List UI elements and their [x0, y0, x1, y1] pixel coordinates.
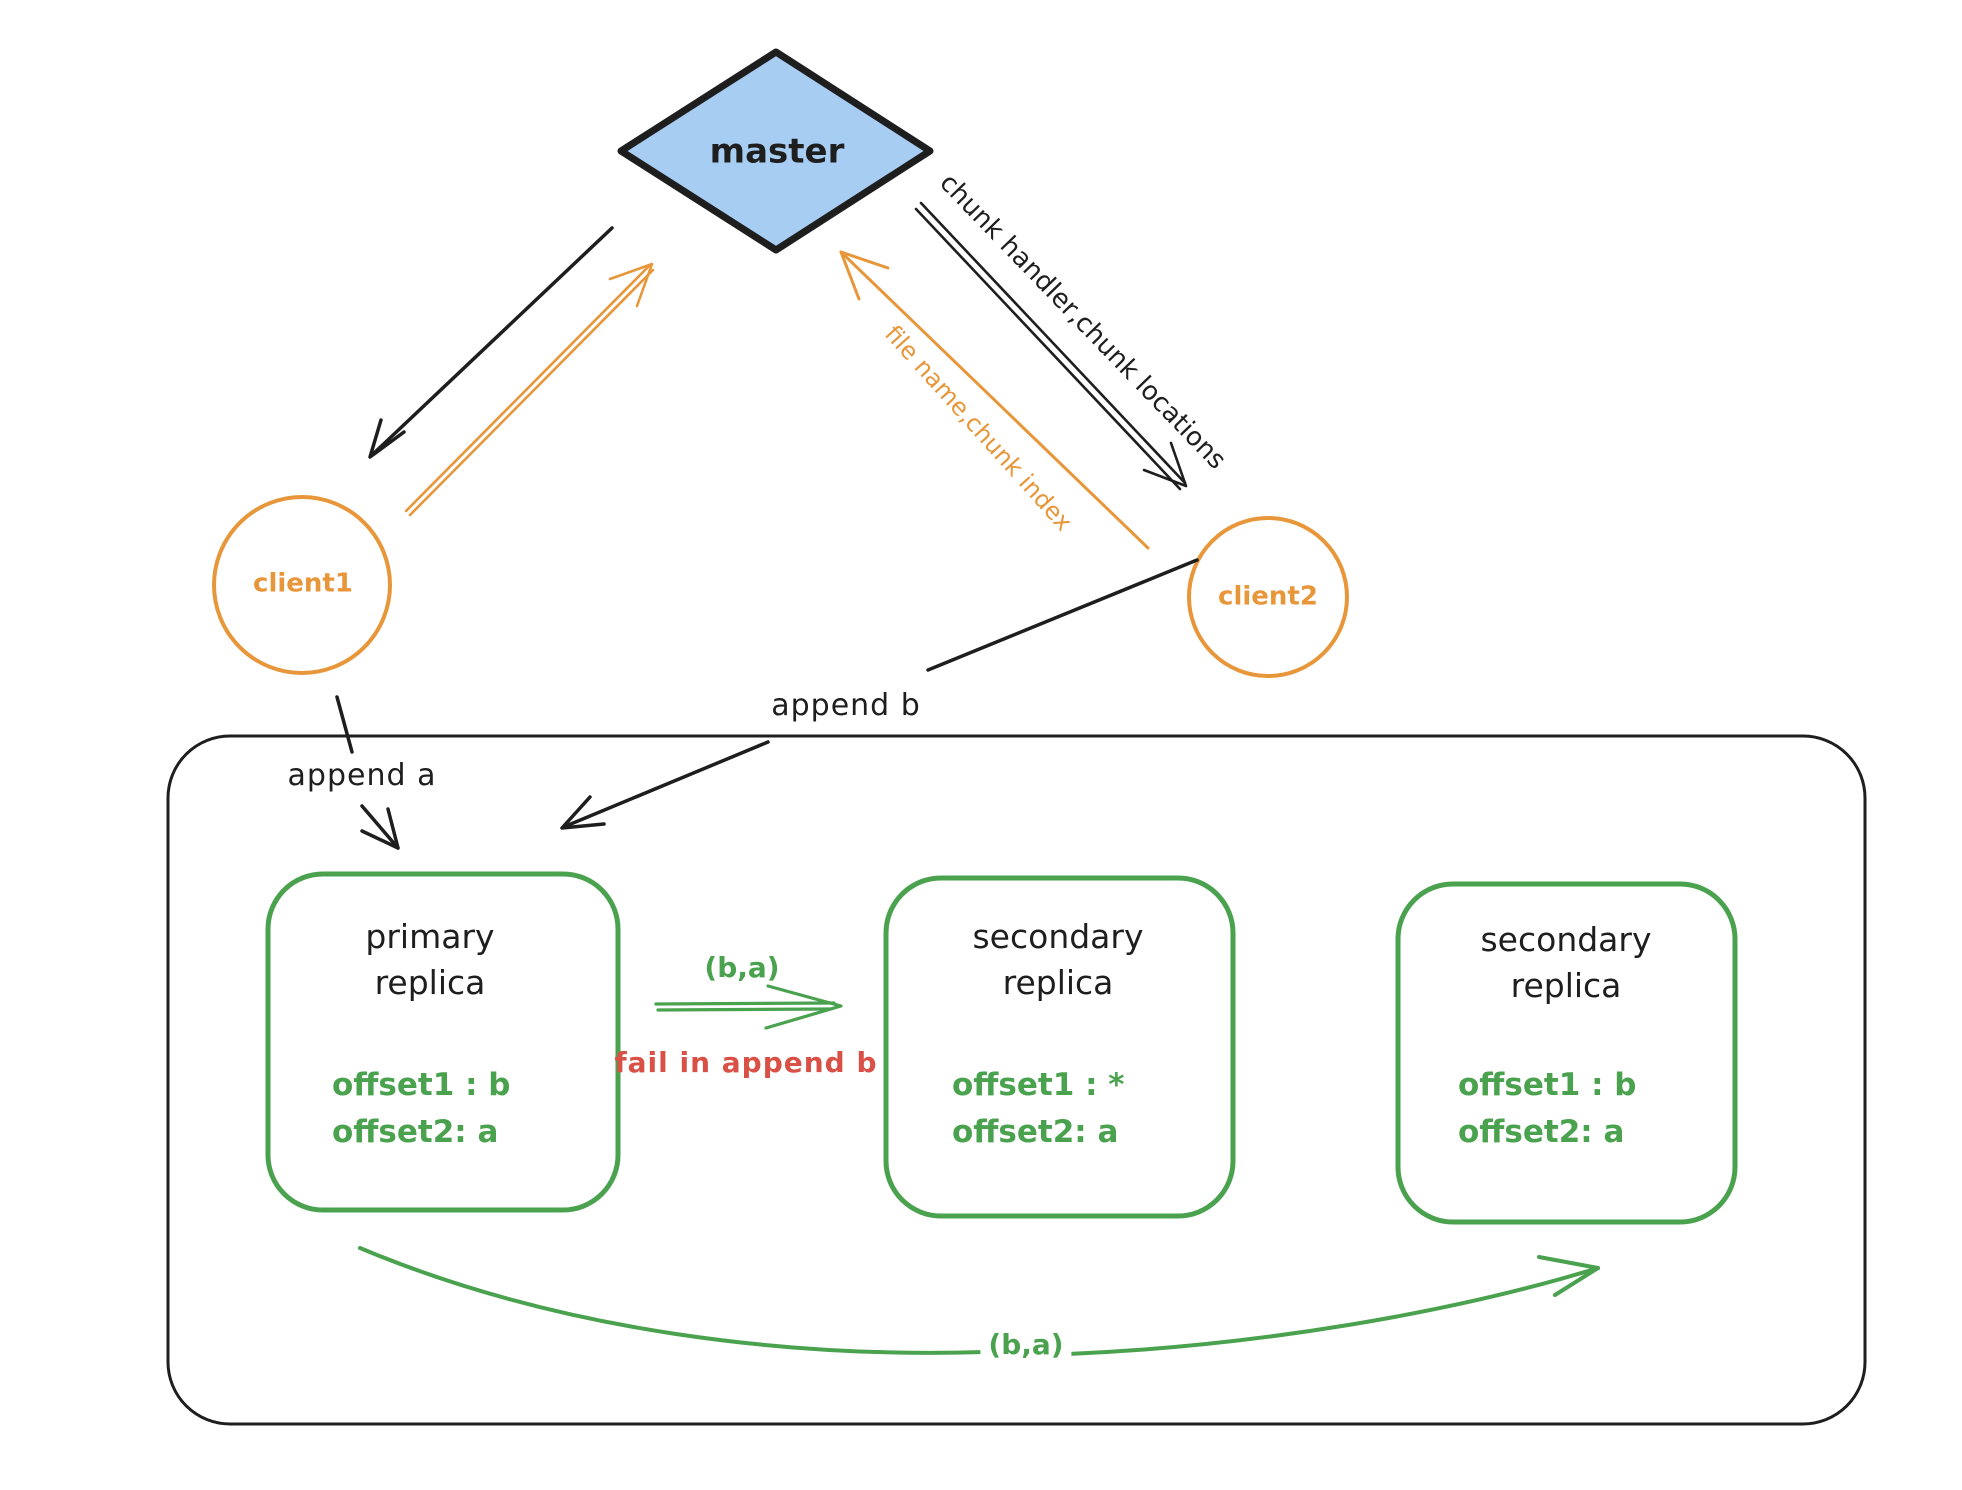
primary-replica-title-line1: primary: [365, 916, 495, 956]
secondary1-title-line1: secondary: [972, 916, 1144, 956]
arrow-client1-to-master: [404, 262, 655, 517]
primary-replica-title-line2: replica: [374, 963, 486, 1002]
arrow-client2-to-master: [839, 250, 1150, 550]
client2-label: client2: [1218, 581, 1318, 612]
secondary2-offset2: offset2: a: [1458, 1113, 1625, 1150]
primary-offset2: offset2: a: [332, 1113, 499, 1150]
client1-label: client1: [253, 568, 353, 599]
secondary-replica-1-title: secondary replica: [972, 914, 1143, 1006]
arrow-append-b: [560, 558, 1199, 830]
primary-offset1: offset1 : b: [332, 1067, 511, 1103]
arrow-append-a: [335, 695, 400, 850]
arrow-master-to-client1: [368, 226, 614, 459]
primary-replica-title: primary replica: [365, 914, 494, 1006]
secondary-replica-2-box: [1395, 881, 1738, 1225]
bottom-ba-label: (b,a): [980, 1328, 1072, 1362]
chunkserver-container: [166, 734, 1867, 1426]
replicate-ba-label: (b,a): [704, 951, 780, 985]
secondary1-offset1: offset1 : *: [952, 1067, 1125, 1103]
master-diamond: [617, 48, 934, 254]
master-label: master: [709, 131, 845, 172]
arrow-bottom-ba: [358, 1246, 1600, 1356]
secondary1-offset2: offset2: a: [952, 1113, 1119, 1150]
secondary2-title-line1: secondary: [1480, 919, 1652, 959]
edge-label-append-a: append a: [287, 758, 437, 793]
arrow-replicate-ba: [654, 984, 843, 1030]
secondary-replica-2-title: secondary replica: [1480, 917, 1651, 1009]
arrow-master-to-client2: [914, 201, 1188, 491]
secondary-replica-1-offsets: offset1 : * offset2: a: [952, 1062, 1124, 1155]
edge-label-append-b: append b: [771, 688, 921, 723]
primary-replica-box: [265, 871, 621, 1213]
secondary1-title-line2: replica: [1002, 963, 1114, 1002]
secondary-replica-2-offsets: offset1 : b offset2: a: [1458, 1062, 1636, 1155]
client2-circle: [1187, 516, 1349, 678]
client1-circle: [212, 495, 392, 675]
secondary2-title-line2: replica: [1510, 966, 1622, 1005]
fail-append-label: fail in append b: [614, 1046, 878, 1080]
secondary2-offset1: offset1 : b: [1458, 1067, 1637, 1103]
secondary-replica-1-box: [883, 875, 1236, 1219]
primary-replica-offsets: offset1 : b offset2: a: [332, 1062, 510, 1155]
